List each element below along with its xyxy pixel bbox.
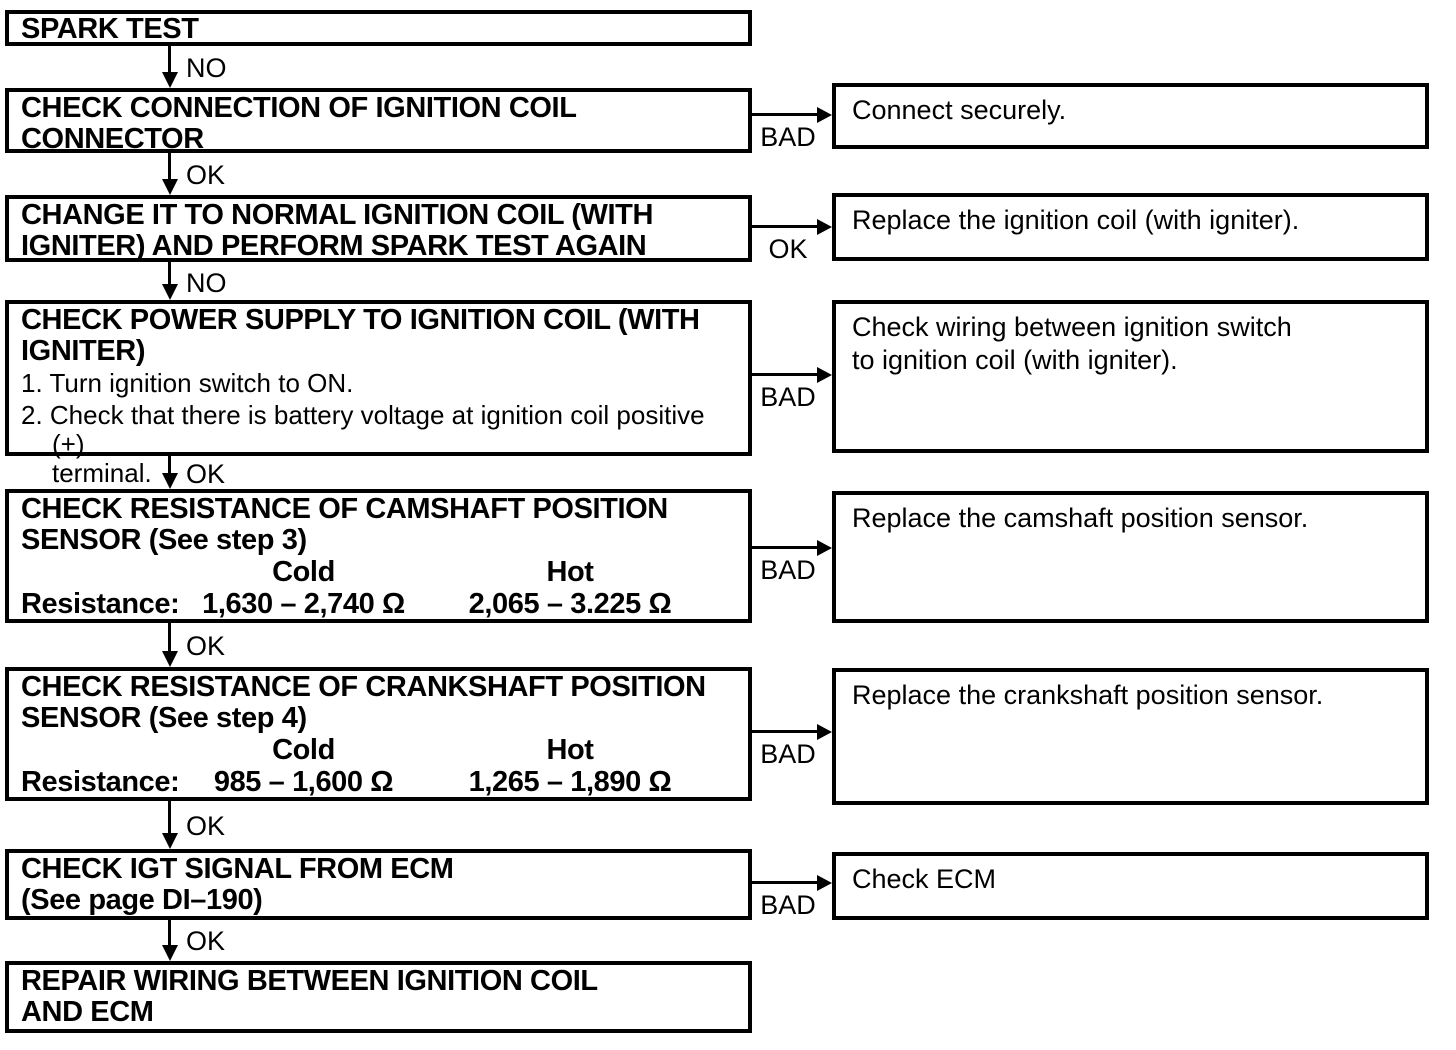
step-instruction: 2. Check that there is battery voltage a… bbox=[21, 400, 705, 488]
branch-arrow bbox=[752, 225, 818, 228]
result-text: Replace the ignition coil (with igniter)… bbox=[852, 205, 1300, 235]
branch-arrow-label: BAD bbox=[760, 739, 816, 769]
step-box-check-camshaft-sensor: CHECK RESISTANCE OF CAMSHAFT POSITION SE… bbox=[5, 489, 752, 623]
branch-arrow bbox=[752, 546, 818, 549]
step-box-change-ignition-coil: CHANGE IT TO NORMAL IGNITION COIL (WITH … bbox=[5, 195, 752, 262]
down-arrow-label: OK bbox=[186, 160, 226, 190]
step-box-check-power-supply: CHECK POWER SUPPLY TO IGNITION COIL (WIT… bbox=[5, 300, 752, 488]
down-arrow bbox=[168, 153, 171, 179]
step-box-check-connection: CHECK CONNECTION OF IGNITION COIL CONNEC… bbox=[5, 88, 752, 155]
step-box-check-crankshaft-sensor: CHECK RESISTANCE OF CRANKSHAFT POSITION … bbox=[5, 667, 752, 801]
branch-arrow-label: OK bbox=[768, 234, 808, 264]
down-arrow bbox=[168, 623, 171, 651]
down-arrow bbox=[168, 262, 171, 284]
down-arrow-head bbox=[162, 651, 178, 667]
down-arrow-label: OK bbox=[186, 459, 226, 489]
col-header-hot: Hot bbox=[546, 556, 594, 588]
step-instruction: 1. Turn ignition switch to ON. bbox=[21, 368, 354, 398]
result-box-replace-crankshaft-sensor: Replace the crankshaft position sensor. bbox=[832, 668, 1429, 805]
down-arrow-head bbox=[162, 179, 178, 195]
result-box-check-wiring: Check wiring between ignition switch to … bbox=[832, 300, 1429, 453]
down-arrow-head bbox=[162, 284, 178, 300]
branch-arrow-label: BAD bbox=[760, 555, 816, 585]
col-header-cold: Cold bbox=[272, 556, 335, 588]
down-arrow-label: OK bbox=[186, 631, 226, 661]
resistance-hot-value: 1,265 – 1,890 Ω bbox=[468, 766, 672, 798]
down-arrow-head bbox=[162, 473, 178, 489]
spec-value-row: Resistance: 985 – 1,600 Ω 1,265 – 1,890 … bbox=[21, 766, 738, 798]
branch-arrow-head bbox=[817, 219, 832, 235]
step-box-repair-wiring: REPAIR WIRING BETWEEN IGNITION COIL AND … bbox=[5, 961, 752, 1033]
step-title: CHECK RESISTANCE OF CAMSHAFT POSITION SE… bbox=[21, 493, 668, 556]
result-box-replace-ignition-coil: Replace the ignition coil (with igniter)… bbox=[832, 193, 1429, 261]
branch-arrow bbox=[752, 881, 818, 884]
branch-arrow-label: BAD bbox=[760, 890, 816, 920]
spec-header-row: Cold Hot bbox=[21, 556, 738, 588]
resistance-label: Resistance: bbox=[21, 588, 180, 620]
step-title: CHECK POWER SUPPLY TO IGNITION COIL (WIT… bbox=[21, 304, 700, 367]
branch-arrow-head bbox=[817, 540, 832, 556]
branch-arrow-head bbox=[817, 875, 832, 891]
branch-arrow bbox=[752, 113, 818, 116]
step-title: CHANGE IT TO NORMAL IGNITION COIL (WITH … bbox=[21, 199, 654, 262]
branch-arrow bbox=[752, 730, 818, 733]
down-arrow-head bbox=[162, 833, 178, 849]
down-arrow-head bbox=[162, 72, 178, 88]
result-text: Replace the crankshaft position sensor. bbox=[852, 680, 1324, 710]
step-title: SPARK TEST bbox=[21, 13, 199, 45]
spec-value-row: Resistance: 1,630 – 2,740 Ω 2,065 – 3.22… bbox=[21, 588, 738, 620]
down-arrow-head bbox=[162, 945, 178, 961]
spec-header-row: Cold Hot bbox=[21, 734, 738, 766]
down-arrow bbox=[168, 456, 171, 473]
step-title: REPAIR WIRING BETWEEN IGNITION COIL AND … bbox=[21, 965, 598, 1028]
down-arrow bbox=[168, 46, 171, 74]
result-text: Check wiring between ignition switch to … bbox=[852, 312, 1292, 375]
branch-arrow-head bbox=[817, 724, 832, 740]
result-text: Connect securely. bbox=[852, 95, 1067, 125]
branch-arrow-label: BAD bbox=[760, 382, 816, 412]
step-title: CHECK IGT SIGNAL FROM ECM (See page DI–1… bbox=[21, 853, 454, 916]
resistance-label: Resistance: bbox=[21, 766, 180, 798]
col-header-hot: Hot bbox=[546, 734, 594, 766]
branch-arrow-head bbox=[817, 107, 832, 123]
branch-arrow bbox=[752, 373, 818, 376]
branch-arrow-label: BAD bbox=[760, 122, 816, 152]
down-arrow-label: OK bbox=[186, 811, 226, 841]
step-box-check-igt-signal: CHECK IGT SIGNAL FROM ECM (See page DI–1… bbox=[5, 849, 752, 920]
branch-arrow-head bbox=[817, 367, 832, 383]
down-arrow bbox=[168, 801, 171, 833]
col-header-cold: Cold bbox=[272, 734, 335, 766]
down-arrow-label: OK bbox=[186, 926, 226, 956]
step-box-spark-test: SPARK TEST bbox=[5, 10, 752, 46]
step-title: CHECK RESISTANCE OF CRANKSHAFT POSITION … bbox=[21, 671, 706, 734]
down-arrow-label: NO bbox=[186, 53, 227, 83]
result-box-replace-camshaft-sensor: Replace the camshaft position sensor. bbox=[832, 491, 1429, 623]
resistance-cold-value: 985 – 1,600 Ω bbox=[213, 766, 394, 798]
result-box-connect-securely: Connect securely. bbox=[832, 83, 1429, 149]
result-text: Replace the camshaft position sensor. bbox=[852, 503, 1309, 533]
resistance-cold-value: 1,630 – 2,740 Ω bbox=[202, 588, 405, 620]
resistance-hot-value: 2,065 – 3.225 Ω bbox=[468, 588, 672, 620]
down-arrow-label: NO bbox=[186, 268, 227, 298]
step-title: CHECK CONNECTION OF IGNITION COIL CONNEC… bbox=[21, 92, 577, 155]
down-arrow bbox=[168, 920, 171, 945]
result-text: Check ECM bbox=[852, 864, 997, 894]
result-box-check-ecm: Check ECM bbox=[832, 852, 1429, 920]
